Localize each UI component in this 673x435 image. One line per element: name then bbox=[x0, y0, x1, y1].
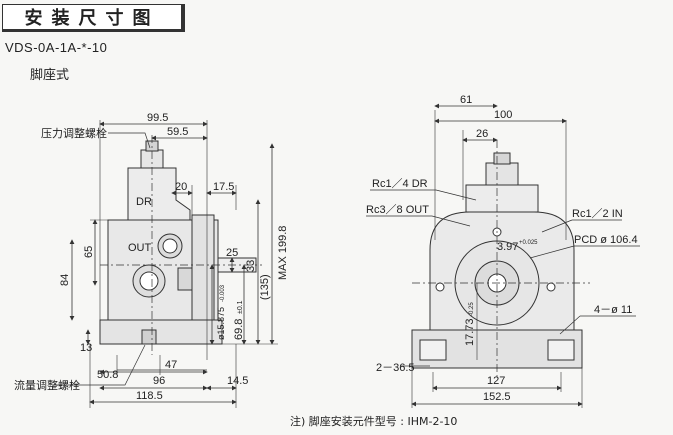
mount-type-label: 脚座式 bbox=[30, 68, 70, 83]
key-width: 3.97 bbox=[497, 241, 518, 253]
dim-25: 25 bbox=[226, 247, 238, 259]
dim-152-5: 152.5 bbox=[483, 391, 511, 403]
upper-housing bbox=[127, 167, 191, 221]
shaft-diameter: ø15.875 bbox=[216, 307, 226, 340]
dim-69-8-tol: ±0.1 bbox=[237, 300, 244, 314]
dim-135: (135) bbox=[259, 274, 271, 300]
rc14-dr-label: Rc1／4 DR bbox=[372, 177, 428, 190]
side-view bbox=[52, 120, 278, 408]
rc12-in-label: Rc1／2 IN bbox=[572, 207, 623, 220]
dim-127: 127 bbox=[487, 375, 505, 387]
dim-26: 26 bbox=[476, 128, 488, 140]
pressure-screw-label: 压力调整螺栓 bbox=[41, 126, 107, 140]
section-title: 安装尺寸图 bbox=[2, 4, 185, 32]
dim-20: 20 bbox=[175, 181, 187, 193]
flow-screw-label: 流量调整螺栓 bbox=[14, 378, 80, 392]
out-label: OUT bbox=[128, 242, 152, 254]
front-top-cap bbox=[485, 162, 519, 186]
flow-screw bbox=[141, 329, 157, 345]
dim-84: 84 bbox=[59, 274, 71, 286]
dim-61: 61 bbox=[460, 94, 472, 106]
shaft-height: 17.73 bbox=[464, 318, 476, 346]
dim-69-8: 69.8 bbox=[233, 319, 245, 340]
dim-max-199-8: MAX 199.8 bbox=[277, 226, 289, 280]
dim-14-5: 14.5 bbox=[227, 375, 248, 387]
front-view bbox=[366, 103, 640, 408]
dim-59-5: 59.5 bbox=[167, 126, 188, 138]
dim-33: 33 bbox=[245, 260, 257, 272]
shaft-diameter-tol: -0.003 bbox=[220, 284, 226, 302]
dim-65: 65 bbox=[83, 246, 95, 258]
dim-50-8: 50.8 bbox=[97, 369, 118, 381]
footnote: 注) 脚座安装元件型号 : IHM-2-10 bbox=[290, 415, 458, 428]
dr-label: DR bbox=[136, 196, 152, 208]
key-width-tol: +0.025 bbox=[519, 240, 538, 246]
mount-foot bbox=[99, 319, 223, 345]
shaft-height-tol: -0.25 bbox=[469, 302, 475, 316]
pcd-label: PCD ø 106.4 bbox=[574, 234, 638, 246]
dim-17-5: 17.5 bbox=[213, 181, 234, 193]
dim-118-5: 118.5 bbox=[136, 390, 163, 402]
dim-99-5: 99.5 bbox=[147, 112, 168, 124]
model-number: VDS-0A-1A-*-10 bbox=[5, 40, 108, 55]
dim-100: 100 bbox=[494, 109, 512, 121]
dim-13: 13 bbox=[80, 342, 92, 354]
rc38-out-label: Rc3／8 OUT bbox=[366, 203, 429, 216]
slots-label: 2－36.5 bbox=[376, 362, 415, 374]
dim-96: 96 bbox=[153, 375, 165, 387]
dim-47: 47 bbox=[165, 359, 177, 371]
mount-holes-label: 4－ø 11 bbox=[594, 304, 632, 316]
